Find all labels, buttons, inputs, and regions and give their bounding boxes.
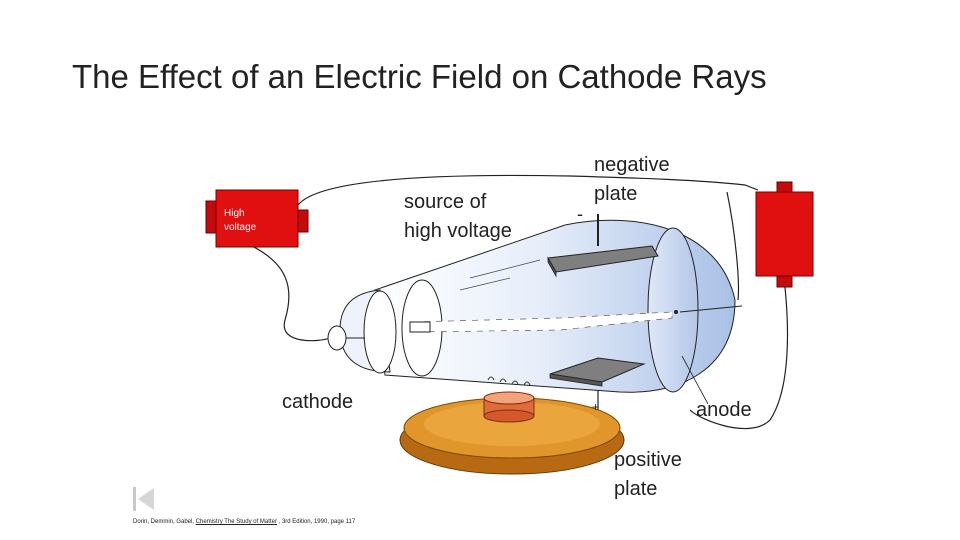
cathode-label: cathode xyxy=(282,391,354,413)
positive-plate-label: positive plate xyxy=(614,449,682,500)
minus-sign: - xyxy=(577,204,583,224)
negative-plate-label: negative plate xyxy=(594,154,670,205)
high-voltage-box-label: High voltage xyxy=(224,208,257,233)
anode-label: anode xyxy=(696,399,752,421)
slide-title: The Effect of an Electric Field on Catho… xyxy=(72,58,767,95)
negative-plate xyxy=(547,214,659,278)
positive-plate xyxy=(549,357,646,387)
previous-slide-icon[interactable] xyxy=(133,487,155,511)
glass-tube xyxy=(327,219,743,393)
right-battery xyxy=(755,181,814,288)
source-label: source of high voltage xyxy=(404,191,512,242)
leader-lines xyxy=(681,355,709,405)
burner xyxy=(399,391,625,475)
heating-coil xyxy=(487,376,531,386)
plus-sign: + xyxy=(592,400,600,414)
citation: Dorin, Demmin, Gabel, Chemistry The Stud… xyxy=(133,519,356,525)
high-voltage-source xyxy=(205,189,309,248)
